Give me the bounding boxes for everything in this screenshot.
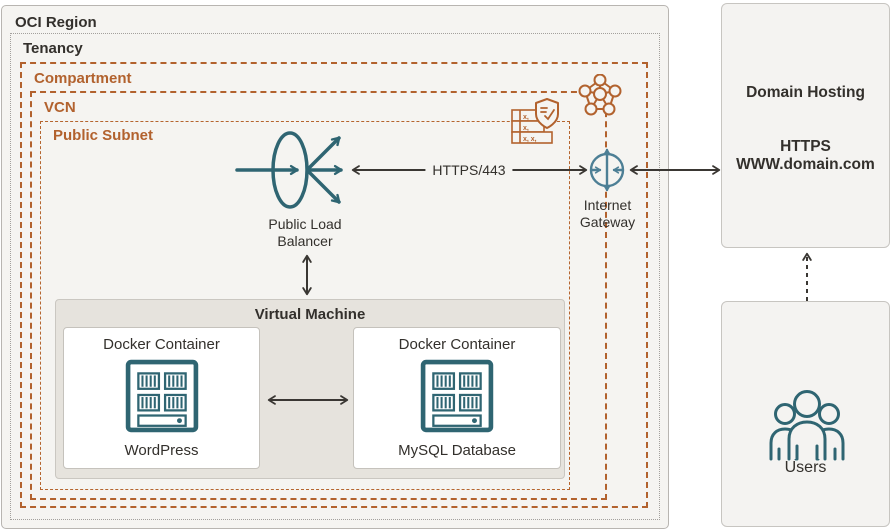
internet-gateway-icon	[589, 148, 625, 192]
security-list-icon: x, x, x, x,	[511, 98, 559, 144]
docker-container-icon	[125, 359, 198, 433]
svg-text:x,: x,	[523, 125, 529, 132]
containers-arrow	[267, 395, 349, 405]
tenancy-label: Tenancy	[23, 40, 83, 57]
domain-hosting-url: WWW.domain.com	[736, 156, 875, 173]
vcn-boundary: VCN	[30, 91, 607, 500]
vcn-network-icon	[578, 74, 622, 116]
domain-hosting-protocol: HTTPS	[780, 138, 831, 155]
docker-container-title: Docker Container	[103, 336, 220, 353]
virtual-machine-title: Virtual Machine	[254, 306, 366, 323]
load-balancer-icon	[235, 131, 343, 209]
users-box: Users	[721, 301, 890, 527]
svg-text:x, x,: x, x,	[523, 136, 537, 143]
users-label: Users	[784, 459, 827, 476]
users-domain-arrow	[802, 252, 812, 301]
svg-text:x,: x,	[523, 114, 529, 121]
users-icon	[769, 390, 845, 461]
public-subnet-label: Public Subnet	[53, 127, 154, 144]
docker-container-icon	[420, 359, 494, 433]
domain-hosting-box: Domain Hosting HTTPS WWW.domain.com	[721, 3, 890, 248]
compartment-boundary: Compartment	[20, 62, 648, 508]
load-balancer-label: Public Load Balancer	[268, 216, 342, 249]
gateway-domain-arrow	[629, 165, 721, 175]
virtual-machine-box: Virtual Machine Docker Container	[55, 299, 565, 479]
public-subnet-boundary: Public Subnet	[40, 121, 570, 490]
tenancy-boundary: Tenancy	[10, 33, 660, 520]
wordpress-label: WordPress	[124, 442, 199, 459]
docker-container-mysql: Docker Container	[353, 327, 561, 469]
oci-region-label: OCI Region	[15, 14, 97, 31]
compartment-label: Compartment	[34, 70, 132, 87]
vcn-label: VCN	[44, 99, 76, 116]
docker-container-wordpress: Docker Container	[63, 327, 260, 469]
mysql-database-label: MySQL Database	[398, 442, 516, 459]
domain-hosting-title: Domain Hosting	[746, 84, 865, 101]
https-443-label: HTTPS/443	[425, 161, 513, 179]
docker-container-title: Docker Container	[398, 336, 516, 353]
lb-vm-arrow	[302, 254, 312, 296]
internet-gateway-label: Internet Gateway	[579, 197, 636, 230]
